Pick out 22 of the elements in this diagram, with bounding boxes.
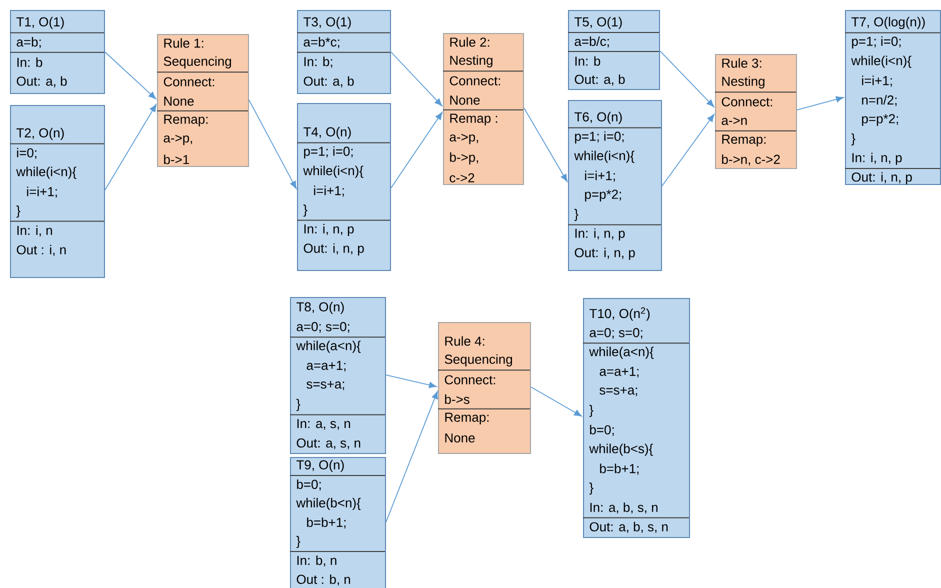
code-box: T8, O(n) a=0; s=0; while(a<n){ a=a+1; s=s+a; } In: a, s, n Out: a, s, n bbox=[290, 297, 386, 454]
arrow bbox=[104, 104, 157, 190]
arrow bbox=[660, 50, 714, 108]
code-box: T3, O(1) a=b*c; In: b; Out: a, b bbox=[296, 10, 391, 94]
arrow bbox=[530, 386, 582, 417]
arrow bbox=[248, 100, 297, 189]
code-box: T1, O(1) a=b; In: b Out: a, b bbox=[10, 10, 105, 94]
code-box: T5, O(1) a=b/c; In: b Out: a, b bbox=[568, 10, 660, 90]
code-box: T6, O(n) p=1; i=0; while(i<n){ i=i+1; p=p*2; } In: i, n, p Out: i, n, p bbox=[568, 100, 662, 271]
arrow bbox=[390, 52, 442, 106]
code-box: T9, O(n) b=0; while(b<n){ b=b+1; } In: b, n Out : b, n bbox=[290, 457, 386, 588]
arrow bbox=[662, 114, 714, 186]
code-box: T2, O(n) i=0; while(i<n){ i=i+1; } In: i, n Out : i, n bbox=[10, 105, 105, 278]
arrow bbox=[524, 108, 568, 182]
code-box: T7, O(log(n)) p=1; i=0; while(i<n){ i=i+1; n=n/2; p=p*2; } In: i, n, p Out: i, n, p bbox=[844, 10, 941, 185]
code-box: T10, O(n$^{2}$) a=0; s=0; while(a<n){ a=a+1; s=s+a; } b=0; while(b<s){ b=b+1; } In: a, b, s, n Out: a, b, s, n bbox=[582, 298, 690, 538]
arrow bbox=[390, 112, 442, 188]
arrow bbox=[386, 374, 437, 388]
arrow bbox=[796, 96, 844, 110]
arrow bbox=[104, 52, 156, 100]
arrow bbox=[386, 391, 438, 522]
code-box: T4, O(n) p=1; i=0; while(i<n){ i=i+1; } In: i, n, p Out: i, n, p bbox=[296, 103, 391, 271]
